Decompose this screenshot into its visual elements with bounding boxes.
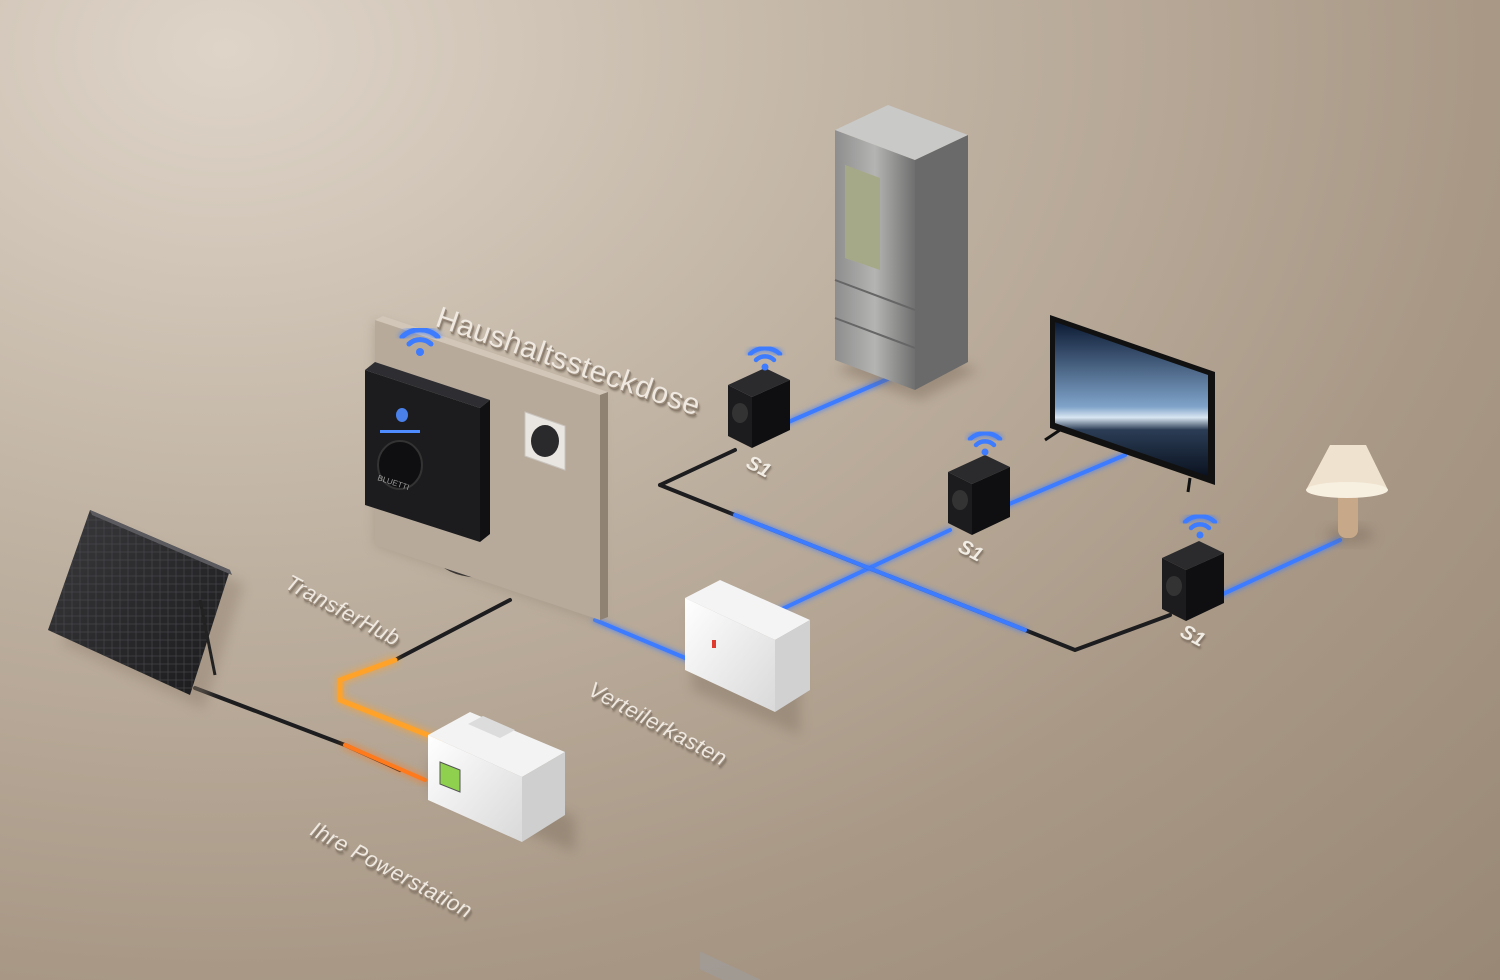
hub-cable xyxy=(393,598,512,662)
smart-plug-2 xyxy=(948,455,1010,535)
wall-to-box-cable xyxy=(593,618,692,662)
television xyxy=(1044,315,1215,493)
distribution-box xyxy=(685,580,810,980)
box-to-s1-line xyxy=(778,528,952,612)
fridge xyxy=(834,105,978,400)
s1-to-lamp xyxy=(1208,538,1342,602)
hub-cable-glow xyxy=(337,657,443,743)
solar-panel xyxy=(48,510,244,709)
lamp xyxy=(1306,445,1388,544)
smart-plug-3 xyxy=(1162,541,1224,621)
wifi-icon xyxy=(399,327,441,356)
s1-left-feed xyxy=(658,448,737,487)
wifi-icon xyxy=(967,430,1003,456)
s1-main-line-glow xyxy=(733,513,1027,632)
power-station xyxy=(428,712,575,852)
wifi-icon xyxy=(747,345,783,371)
solar-cable-glow xyxy=(343,743,427,782)
wall-socket xyxy=(524,411,566,471)
s1-to-tv xyxy=(993,453,1127,512)
wifi-icon xyxy=(1182,513,1218,539)
smart-plug-1 xyxy=(728,368,790,448)
transfer-hub-device: BLUETTI xyxy=(365,362,490,542)
